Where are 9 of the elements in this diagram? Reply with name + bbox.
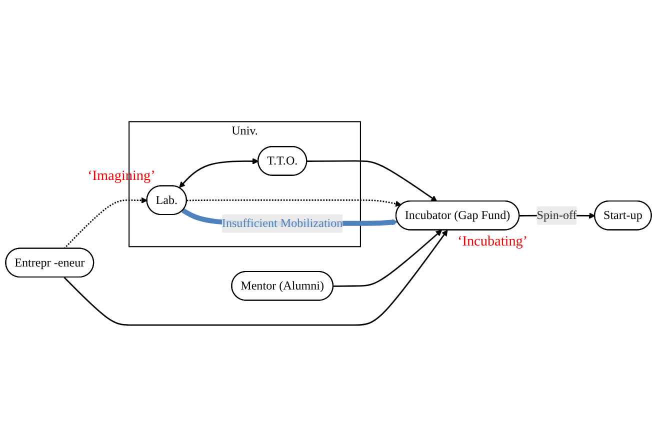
edge-label: Insufficient Mobilization [222,216,343,230]
arrow [64,197,148,250]
arrow [333,230,442,288]
arrow [179,158,259,188]
arrow [306,160,438,202]
arrow [186,200,402,207]
edge-label: Spin-off [536,208,577,222]
arrow [64,230,448,326]
phase-label: ‘Incubating’ [458,234,528,250]
